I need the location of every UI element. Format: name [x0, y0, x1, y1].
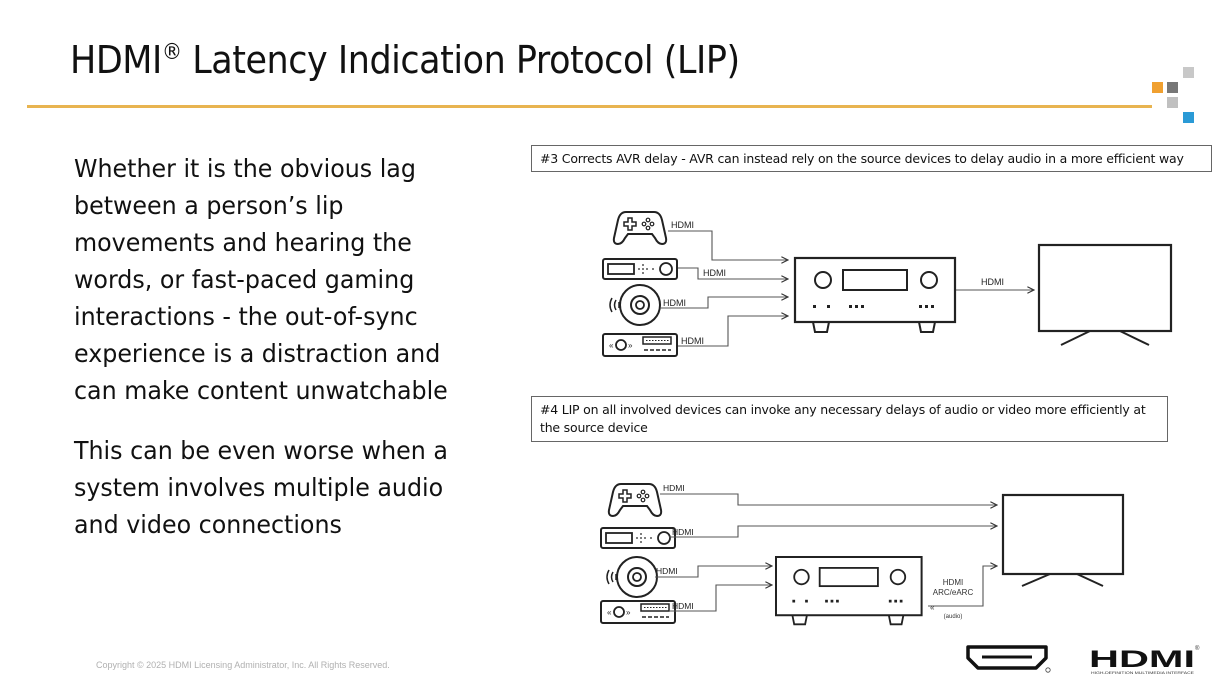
- tv-icon: [1001, 493, 1125, 587]
- cable-label: HDMI: [663, 298, 686, 308]
- cable-label: HDMI: [663, 483, 685, 493]
- cable-label: HDMI: [671, 220, 694, 230]
- game-controller-icon: [612, 211, 668, 245]
- hdmi-cable-soundbar: [669, 585, 772, 612]
- soundbar-device-icon: [600, 600, 676, 624]
- game-controller-icon: [607, 483, 663, 517]
- arc-label: HDMI: [943, 578, 963, 587]
- title-underline: [27, 105, 1152, 108]
- hdmi-cable-soundbar: [678, 316, 788, 347]
- body-paragraph-2: This can be even worse when a system inv…: [74, 436, 448, 539]
- cable-label: HDMI: [981, 277, 1004, 287]
- arc-label: ARC/eARC: [933, 588, 974, 597]
- diagram-3-caption: #3 Corrects AVR delay - AVR can instead …: [531, 145, 1212, 172]
- decor-square-orange: [1152, 82, 1163, 93]
- decor-square-gray-top: [1183, 67, 1194, 78]
- hdmi-logo-subtitle: HIGH-DEFINITION MULTIMEDIA INTERFACE: [1091, 671, 1195, 675]
- hdmi-logo-mark: ®: [1195, 645, 1200, 652]
- hdmi-arc-cable: [928, 566, 997, 607]
- hdmi-logo-text: HDMI: [1089, 646, 1195, 673]
- copyright-notice: Copyright © 2025 HDMI Licensing Administ…: [96, 660, 390, 670]
- decor-square-gray-mid: [1167, 97, 1178, 108]
- title-hdmi: HDMI: [70, 38, 162, 82]
- diagram-3: HDMI HDMI HDMI HDMI HDMI: [602, 211, 1173, 357]
- cable-label: HDMI: [656, 566, 678, 576]
- hdmi-cable-stb: [678, 267, 788, 279]
- arc-sub-label: (audio): [944, 614, 963, 620]
- hdmi-connector-logo: [966, 645, 1051, 673]
- diagram-4: « HDMI HDMI HDMI HDMI HDMI ARC/eARC (aud…: [600, 483, 1125, 626]
- set-top-box-icon: [602, 258, 678, 280]
- cable-label: HDMI: [681, 336, 704, 346]
- set-top-box-icon: [600, 527, 676, 549]
- avr-receiver-icon: [793, 256, 957, 334]
- disc-player-icon: [609, 284, 661, 326]
- disc-player-icon: [606, 556, 658, 598]
- soundbar-device-icon: [602, 333, 678, 357]
- diagram-4-caption: #4 LIP on all involved devices can invok…: [531, 396, 1168, 442]
- slide-title: HDMI® Latency Indication Protocol (LIP): [70, 38, 740, 82]
- hdmi-cable-stb: [669, 526, 997, 538]
- body-paragraph-1: Whether it is the obvious lag between a …: [74, 154, 448, 405]
- hdmi-cable-controller: [668, 230, 788, 260]
- hdmi-cable-controller: [660, 493, 997, 505]
- hdmi-wordmark-logo: HDMI HIGH-DEFINITION MULTIMEDIA INTERFAC…: [1089, 645, 1200, 675]
- cable-label: HDMI: [672, 601, 694, 611]
- cable-label: HDMI: [672, 527, 694, 537]
- hdmi-cable-disc: [660, 297, 788, 309]
- tv-icon: [1037, 243, 1173, 346]
- decor-square-dark: [1167, 82, 1178, 93]
- arc-return-arrow-icon: «: [930, 603, 935, 612]
- title-rest: Latency Indication Protocol (LIP): [181, 38, 740, 82]
- registered-mark: ®: [161, 40, 182, 65]
- hdmi-cable-disc: [655, 566, 772, 578]
- avr-receiver-icon: [774, 555, 923, 626]
- decor-square-blue: [1183, 112, 1194, 123]
- cable-label: HDMI: [703, 268, 726, 278]
